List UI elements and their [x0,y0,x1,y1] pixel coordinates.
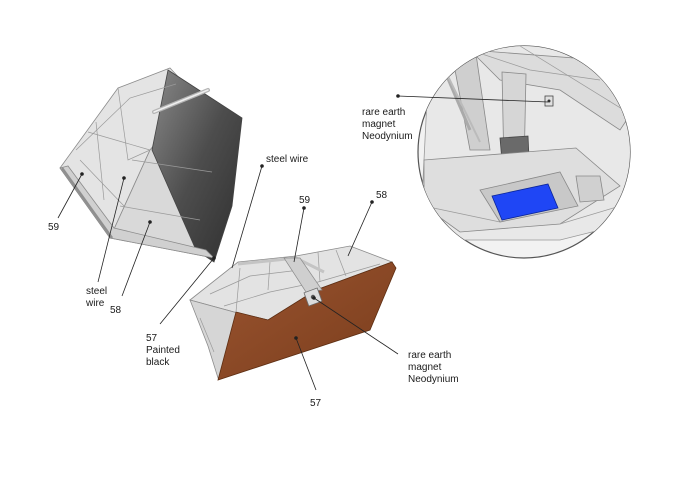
neodymium-magnet [491,183,559,221]
label-59-left: 59 [48,222,60,233]
label-painted: Painted [146,345,180,356]
label-inset-magnet-3: Neodynium [362,131,413,142]
wooden-side-panel [217,261,397,381]
label-steel-wire-top: steel wire [266,154,309,165]
label-magnet-2: magnet [408,362,442,373]
label-magnet-3: Neodynium [408,374,459,385]
label-58-left: 58 [110,305,122,316]
painted-black-panel [151,69,243,263]
label-inset-magnet-1: rare earth [362,107,405,118]
label-57-painted: 57 [146,333,158,344]
callout-labels: 59 steel wire 58 57 Painted black steel … [48,107,459,409]
inset-detail [417,45,631,259]
leader-lines [57,94,549,391]
label-steel-wire-left-2: wire [85,298,105,309]
right-box-part [189,245,397,381]
label-59-right: 59 [299,195,311,206]
label-57-bottom: 57 [310,398,322,409]
label-inset-magnet-2: magnet [362,119,396,130]
label-steel-wire-left-1: steel [86,286,107,297]
label-magnet-1: rare earth [408,350,451,361]
label-black: black [146,357,170,368]
label-58-right: 58 [376,190,388,201]
left-hood-part [59,67,243,263]
